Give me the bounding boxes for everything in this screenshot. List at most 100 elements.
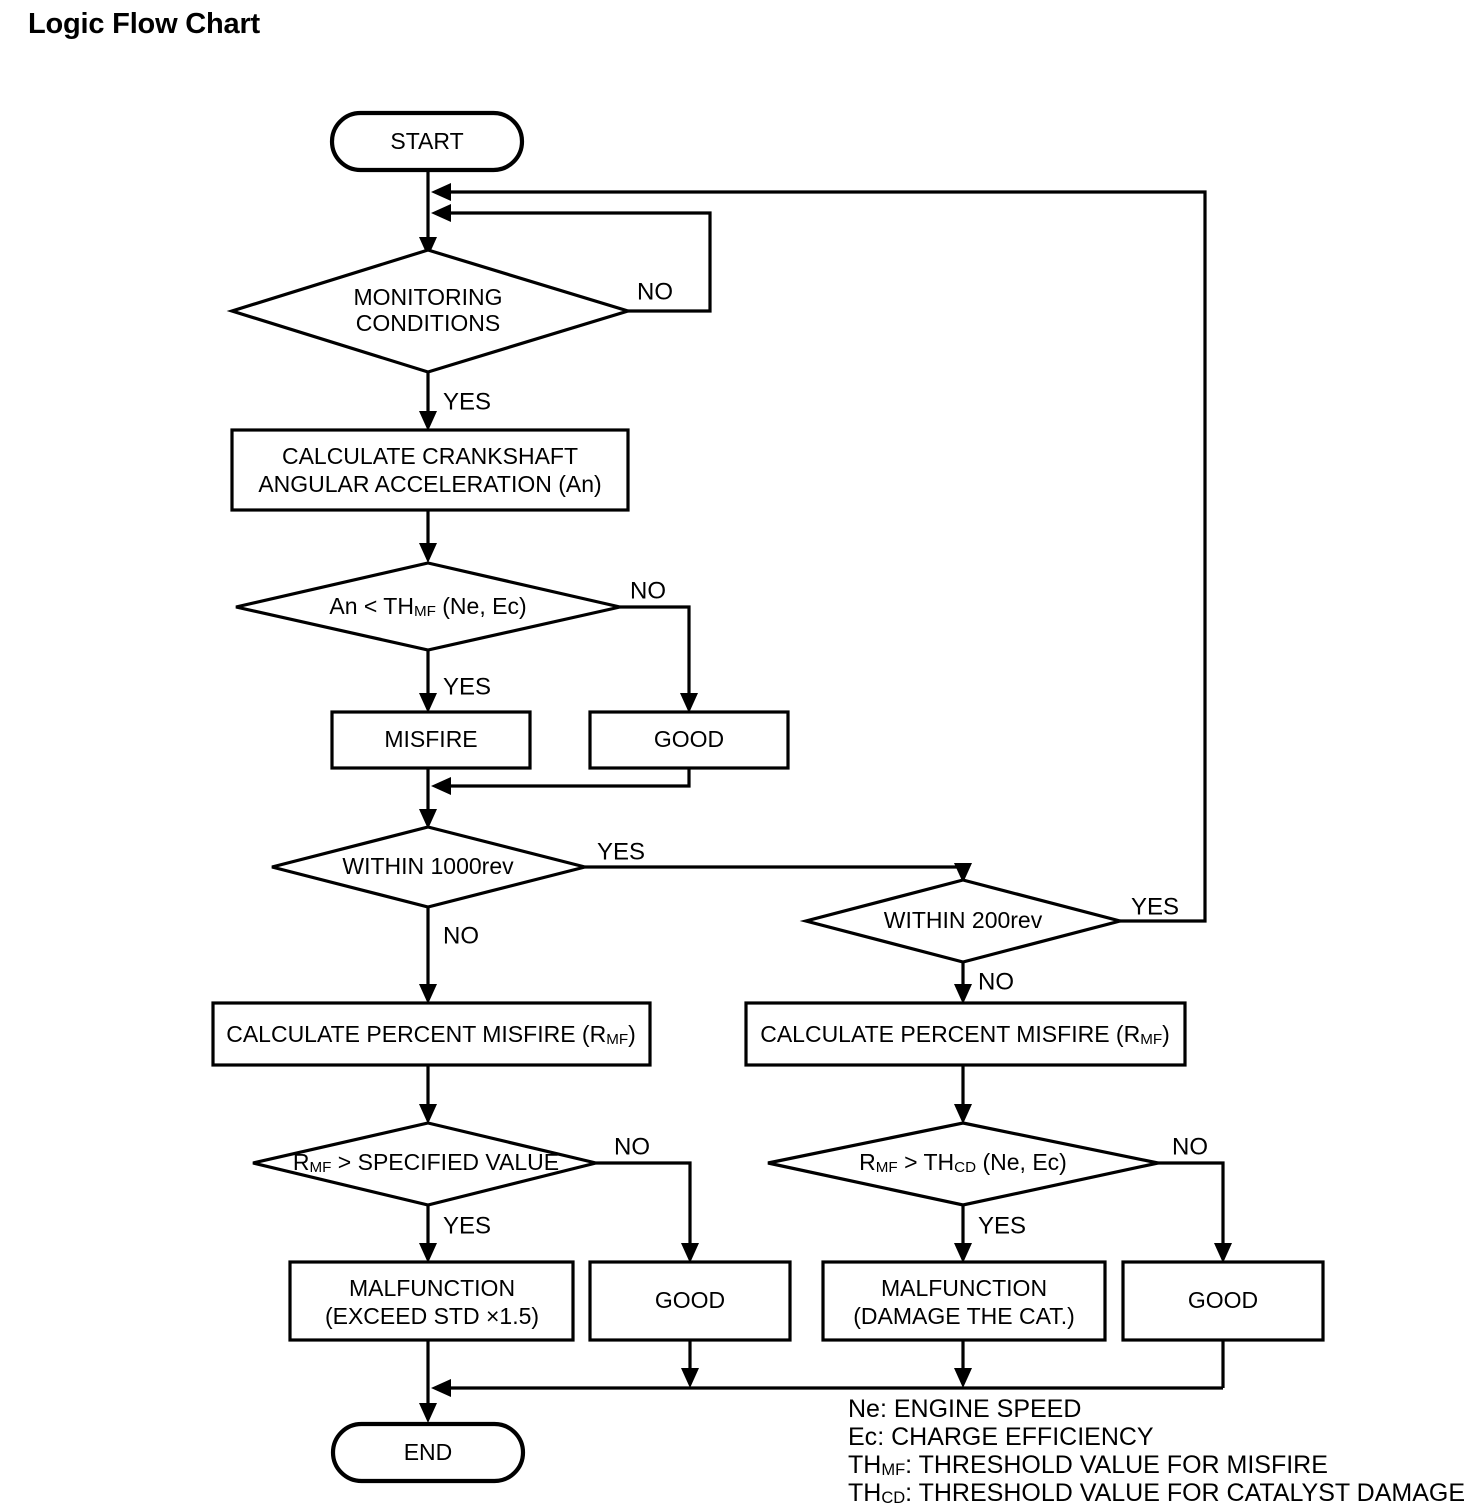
edge-label-200rev-no: NO <box>978 968 1014 995</box>
misfire-label: MISFIRE <box>384 726 477 752</box>
calcpct-left-label: CALCULATE PERCENT MISFIRE (RMF) <box>226 1021 636 1048</box>
node-monitoring-conditions[interactable]: MONITORING CONDITIONS <box>226 248 634 374</box>
edge-spec-no <box>596 1161 692 1252</box>
edge-label-1000rev-yes: YES <box>597 838 645 865</box>
legend-line-3: THCD: THRESHOLD VALUE FOR CATALYST DAMAG… <box>848 1479 1465 1508</box>
an-label-pre: An < TH <box>329 593 414 619</box>
node-an-less-than-thmf[interactable]: An < THMF (Ne, Ec) <box>235 561 621 652</box>
start-label: START <box>390 128 463 154</box>
rmf-thcd-label: RMF > THCD (Ne, Ec) <box>859 1149 1067 1176</box>
an-label-post: (Ne, Ec) <box>436 593 527 619</box>
calc-accel-shape <box>230 428 630 512</box>
edge-thcd-no <box>1158 1161 1225 1252</box>
arrowhead-1000rev-in <box>419 809 437 829</box>
arrowhead-thcd-in <box>954 1104 972 1124</box>
edge-label-an-yes: YES <box>443 673 491 700</box>
arrowhead-calcpctL-in <box>419 984 437 1004</box>
legend-line-0: Ne: ENGINE SPEED <box>848 1395 1081 1423</box>
edge-good1-merge <box>443 768 691 788</box>
legend-term-0: Ne <box>848 1395 880 1423</box>
edge-label-monitoring-yes: YES <box>443 388 491 415</box>
edge-within200-yes-return <box>443 190 1207 923</box>
edge-label-monitoring-no: NO <box>637 278 673 305</box>
arrowhead-malfcat-down <box>954 1368 972 1388</box>
calcpct-right-shape <box>744 1001 1187 1067</box>
malfstd-shape <box>288 1260 575 1342</box>
within1000-decision-shape <box>271 825 586 909</box>
rmf-spec-pre: R <box>293 1149 310 1175</box>
rmf-thcd-sub2: CD <box>954 1159 976 1176</box>
calc-accel-label-line1: CALCULATE CRANKSHAFT <box>282 443 578 469</box>
arrowhead-good2-down <box>681 1368 699 1388</box>
node-good-1[interactable]: GOOD <box>588 710 790 770</box>
arrowhead-merge-1000rev <box>431 777 451 795</box>
legend-line-1: Ec: CHARGE EFFICIENCY <box>848 1423 1154 1451</box>
rmf-spec-post: > SPECIFIED VALUE <box>331 1149 559 1175</box>
arrowhead-monitoring-in <box>419 237 437 257</box>
rmf-thcd-post: (Ne, Ec) <box>976 1149 1067 1175</box>
node-misfire[interactable]: MISFIRE <box>330 710 532 770</box>
node-calculate-crankshaft-accel[interactable]: CALCULATE CRANKSHAFT ANGULAR ACCELERATIO… <box>230 428 630 512</box>
within1000-label: WITHIN 1000rev <box>342 853 514 879</box>
within200-decision-shape <box>799 878 1127 964</box>
good2-shape <box>588 1260 792 1342</box>
node-calculate-percent-misfire-left[interactable]: CALCULATE PERCENT MISFIRE (RMF) <box>211 1001 652 1067</box>
edge-monitoring-no-return <box>443 211 712 313</box>
node-end[interactable]: END <box>330 1421 526 1484</box>
calcpct-left-shape <box>211 1001 652 1067</box>
legend-desc-3: : THRESHOLD VALUE FOR CATALYST DAMAGE <box>905 1479 1465 1507</box>
rmf-spec-decision-shape <box>252 1121 597 1207</box>
calcpct-left-pre: CALCULATE PERCENT MISFIRE (R <box>226 1021 606 1047</box>
arrowhead-spec-in <box>419 1104 437 1124</box>
node-malfunction-exceed-std[interactable]: MALFUNCTION (EXCEED STD ×1.5) <box>288 1260 575 1342</box>
node-good-3[interactable]: GOOD <box>1121 1260 1325 1342</box>
edge-1000rev-yes <box>585 865 965 872</box>
arrowhead-200rev-in <box>954 863 972 883</box>
arrowhead-good2-in <box>681 1243 699 1263</box>
rmf-thcd-decision-shape <box>767 1121 1159 1207</box>
legend-term-1: Ec <box>848 1423 877 1451</box>
arrowhead-malfcat-in <box>954 1243 972 1263</box>
page-title: Logic Flow Chart <box>28 8 261 40</box>
node-start[interactable]: START <box>329 110 525 173</box>
legend-term-3: TH <box>848 1479 881 1507</box>
edge-label-spec-no: NO <box>614 1133 650 1160</box>
calcpct-right-label: CALCULATE PERCENT MISFIRE (RMF) <box>760 1021 1170 1048</box>
node-calculate-percent-misfire-right[interactable]: CALCULATE PERCENT MISFIRE (RMF) <box>744 1001 1187 1067</box>
legend-sub-2: MF <box>881 1461 905 1479</box>
good3-label: GOOD <box>1188 1287 1258 1313</box>
malfcat-label-line1: MALFUNCTION <box>881 1275 1047 1301</box>
legend-desc-1: : CHARGE EFFICIENCY <box>877 1423 1154 1451</box>
arrowhead-an-in <box>419 543 437 563</box>
arrowhead-return-outer <box>431 183 451 201</box>
calcpct-right-sub: MF <box>1140 1031 1162 1048</box>
edge-label-an-no: NO <box>630 577 666 604</box>
calcpct-left-post: ) <box>628 1021 636 1047</box>
monitoring-label-line2: CONDITIONS <box>356 310 500 336</box>
an-decision-shape <box>235 561 621 652</box>
calcpct-right-post: ) <box>1162 1021 1170 1047</box>
node-rmf-gt-specified-value[interactable]: RMF > SPECIFIED VALUE <box>252 1121 597 1207</box>
good3-shape <box>1121 1260 1325 1342</box>
legend: Ne: ENGINE SPEED Ec: CHARGE EFFICIENCY T… <box>848 1395 1465 1508</box>
rmf-spec-sub: MF <box>309 1159 331 1176</box>
node-within-200rev[interactable]: WITHIN 200rev <box>799 878 1127 964</box>
node-within-1000rev[interactable]: WITHIN 1000rev <box>271 825 586 909</box>
node-good-2[interactable]: GOOD <box>588 1260 792 1342</box>
malfcat-label-line2: (DAMAGE THE CAT.) <box>853 1303 1075 1329</box>
within200-label: WITHIN 200rev <box>884 907 1043 933</box>
malfstd-label-line2: (EXCEED STD ×1.5) <box>325 1303 539 1329</box>
good1-shape <box>588 710 790 770</box>
arrowhead-good1-in <box>680 693 698 713</box>
calc-accel-label-line2: ANGULAR ACCELERATION (An) <box>258 471 601 497</box>
edge-label-spec-yes: YES <box>443 1212 491 1239</box>
rmf-spec-label: RMF > SPECIFIED VALUE <box>293 1149 559 1176</box>
malfstd-label-line1: MALFUNCTION <box>349 1275 515 1301</box>
misfire-shape <box>330 710 532 770</box>
arrowhead-calc-accel-in <box>419 411 437 431</box>
node-malfunction-damage-cat[interactable]: MALFUNCTION (DAMAGE THE CAT.) <box>821 1260 1107 1342</box>
end-label: END <box>404 1439 453 1465</box>
node-rmf-gt-thcd[interactable]: RMF > THCD (Ne, Ec) <box>767 1121 1159 1207</box>
legend-term-2: TH <box>848 1451 881 1479</box>
